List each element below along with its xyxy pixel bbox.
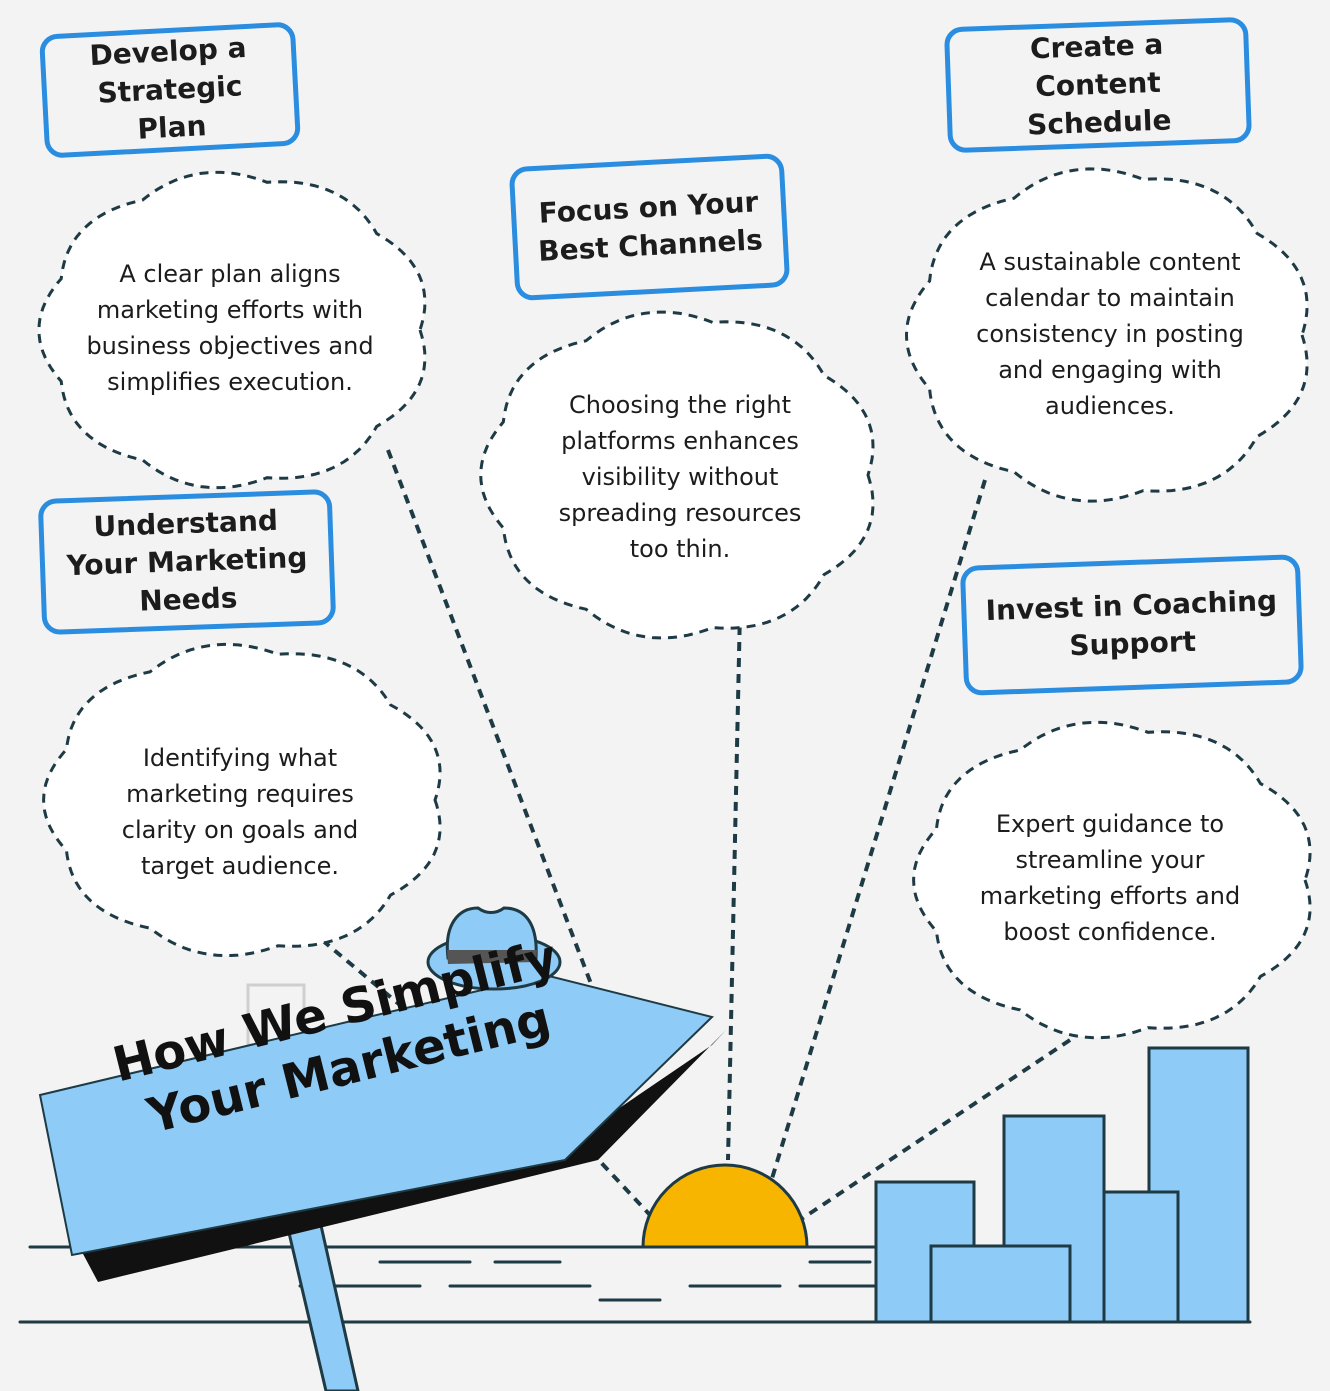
hat-icon: [426, 906, 562, 991]
cloud-bubble-channels: [479, 310, 875, 640]
connector-line-channels: [726, 609, 742, 1161]
cloud-bubble-coaching: [912, 720, 1312, 1040]
step-description-coaching: Expert guidance to streamline your marke…: [979, 810, 1241, 946]
step-description-strategic-plan: A clear plan aligns marketing efforts wi…: [86, 260, 374, 396]
bar-chart-icon: [874, 1046, 1250, 1324]
step-title-strategic-plan: Develop a Strategic Plan: [38, 21, 302, 159]
step-title-content-schedule: Create a Content Schedule: [943, 16, 1253, 154]
step-description-marketing-needs: Identifying what marketing requires clar…: [121, 744, 359, 880]
cloud-bubble-content-schedule: [904, 167, 1309, 503]
chart-bar: [929, 1244, 1072, 1324]
cloud-bubble-strategic-plan: [37, 170, 427, 490]
connector-line-strategic-plan: [386, 449, 622, 1061]
chart-bar: [1102, 1190, 1180, 1324]
cloud-bubble-marketing-needs: [42, 642, 442, 958]
step-description-channels: Choosing the right platforms enhances vi…: [558, 391, 802, 563]
cloud-bubbles: [37, 167, 1312, 1040]
step-title-marketing-needs: Understand Your Marketing Needs: [37, 488, 337, 636]
step-title-channels: Focus on Your Best Channels: [508, 152, 791, 302]
connector-line-content-schedule: [768, 479, 987, 1186]
signpost-icon: [38, 973, 726, 1391]
connector-line-coaching: [798, 1038, 1072, 1222]
sun-icon: [641, 1163, 809, 1249]
step-description-content-schedule: A sustainable content calendar to mainta…: [976, 248, 1244, 420]
step-title-coaching: Invest in Coaching Support: [959, 554, 1305, 696]
